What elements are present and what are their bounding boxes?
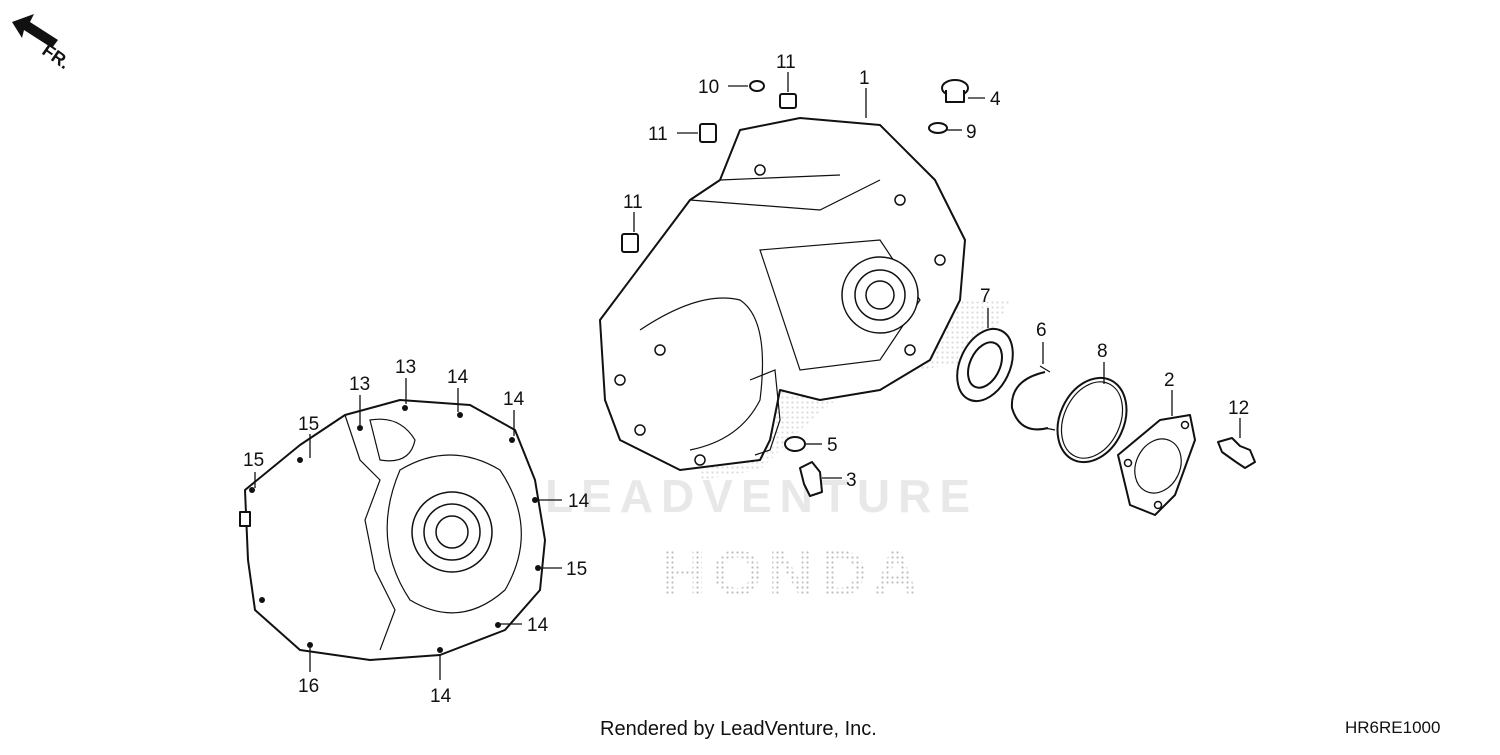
plug-3 [799,461,823,497]
diagram-code: HR6RE1000 [1345,718,1441,737]
callout-14-right: 14 [568,491,590,512]
bolt-12 [1217,437,1256,469]
callout-13-left: 13 [349,374,370,395]
callout-11-low: 11 [623,192,643,213]
watermark-leadventure-text: LEADVENTURE [545,470,978,522]
washer-10 [749,80,765,92]
front-direction-arrow-icon [12,14,58,48]
callout-15-top: 15 [298,414,319,435]
transmission-case [599,117,966,471]
o-ring-8 [1056,376,1128,464]
dowel-11-low [621,233,639,253]
callout-8: 8 [1097,341,1108,362]
callout-7: 7 [980,286,991,307]
callout-6: 6 [1036,320,1047,341]
leader-lines [254,72,1241,680]
dowel-11-mid [699,123,717,143]
circlip-6 [1010,365,1056,431]
callout-12: 12 [1228,398,1249,419]
callout-16: 16 [298,676,319,697]
side-cover [239,399,546,661]
callout-1: 1 [859,68,870,89]
callout-11-top: 11 [776,52,796,73]
plug-4 [941,79,969,103]
callout-11-mid: 11 [648,124,668,145]
callout-5: 5 [827,435,838,456]
callout-15-left: 15 [243,450,264,471]
callout-14-right-top: 14 [503,389,525,410]
callout-10: 10 [698,77,719,98]
callout-13-right: 13 [395,357,416,378]
bearing-7 [956,327,1014,403]
callout-15-right: 15 [566,559,587,580]
callouts: 1 2 3 4 5 6 7 8 9 10 11 11 11 12 13 13 1… [243,52,1249,707]
callout-3: 3 [846,470,857,491]
washer-5 [784,436,806,452]
callout-14-right-low: 14 [527,615,549,636]
dowel-11-top [779,93,797,109]
cover-plate-2 [1117,414,1196,516]
callout-14-top: 14 [447,367,469,388]
footer-credit: Rendered by LeadVenture, Inc. [600,718,877,740]
callout-2: 2 [1164,370,1175,391]
callout-14-bottom: 14 [430,686,452,707]
callout-9: 9 [966,122,977,143]
washer-9 [928,122,948,134]
callout-4: 4 [990,89,1001,110]
watermark-honda-text: HONDA [660,537,925,609]
